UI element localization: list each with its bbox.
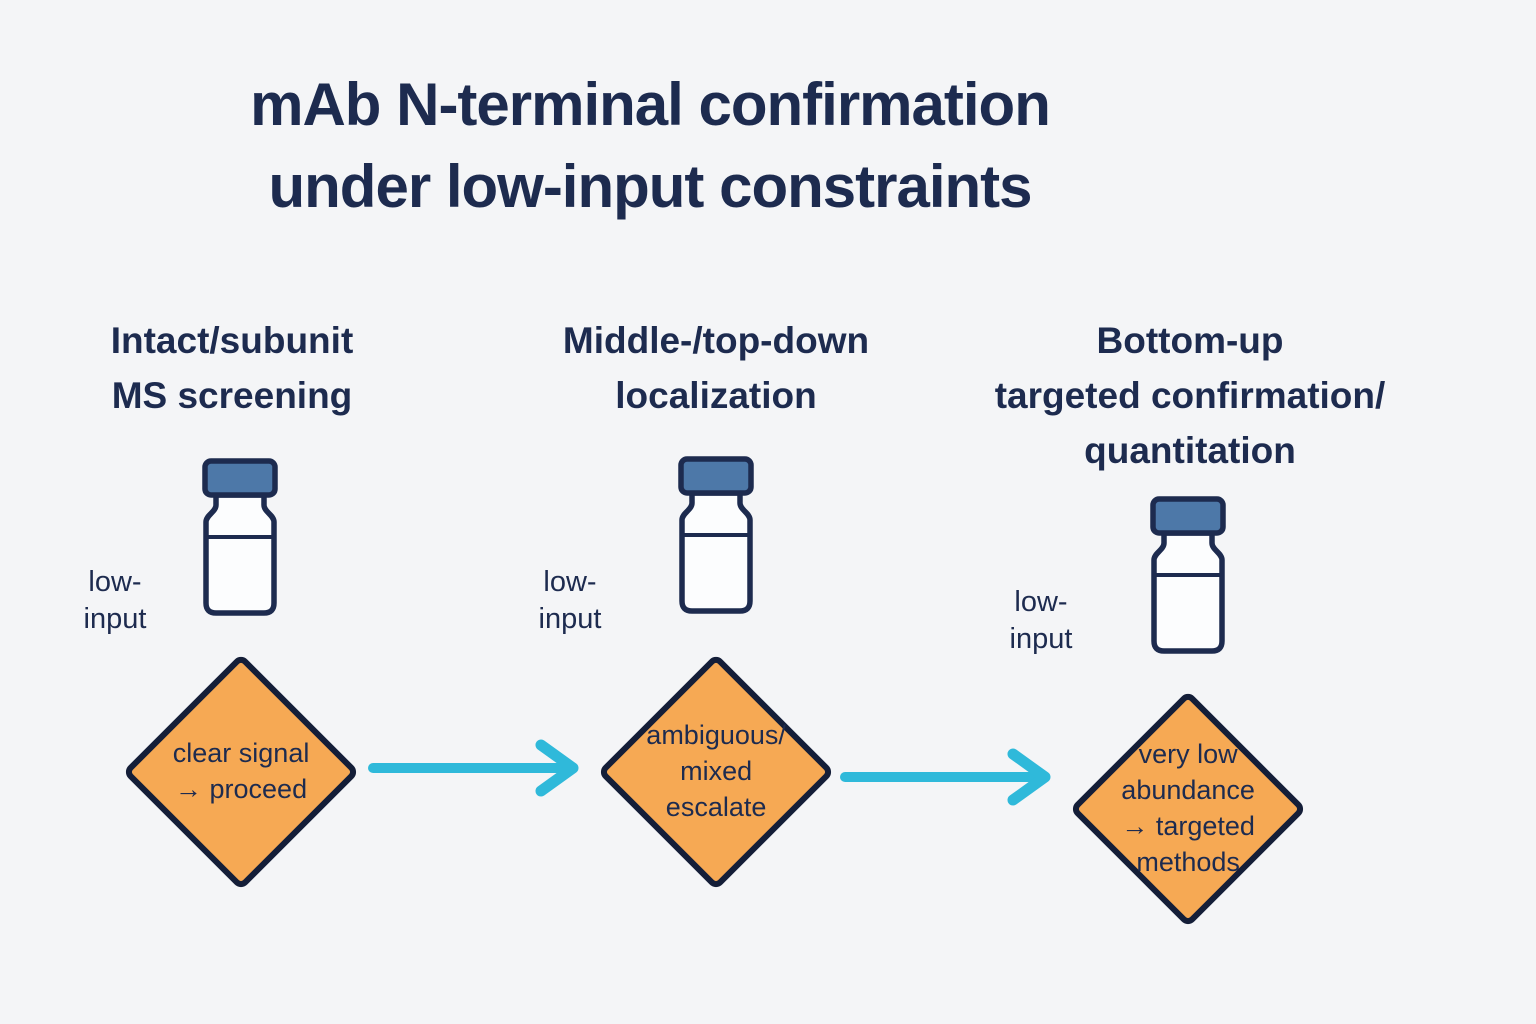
decision-diamond-very-low-abundance: very low abundance → targeted methods	[1069, 690, 1307, 928]
decision-diamond-clear-signal: clear signal → proceed	[122, 653, 360, 891]
sample-vial-icon	[202, 458, 278, 616]
sample-vial-icon	[678, 456, 754, 614]
arrow-right-icon	[368, 739, 579, 797]
arrow-right-icon	[840, 748, 1051, 806]
decision-text: ambiguous/ mixed escalate	[646, 720, 786, 822]
page-title: mAb N-terminal confirmation under low-in…	[250, 71, 1051, 220]
stage-heading-bottom-up-targeted-confirmation: Bottom-up targeted confirmation/ quantit…	[994, 320, 1386, 471]
decision-diamond-ambiguous-mixed: ambiguous/ mixed escalate	[597, 653, 835, 891]
decision-text: very low abundance → targeted methods	[1121, 739, 1255, 877]
stage-heading-intact-subunit-ms-screening: Intact/subunit MS screening	[110, 320, 354, 416]
input-amount-label: low- input	[538, 566, 602, 635]
input-amount-label: low- input	[83, 566, 147, 635]
decision-text: clear signal → proceed	[172, 738, 310, 804]
input-amount-label: low- input	[1009, 586, 1073, 655]
sample-vial-icon	[1150, 496, 1226, 654]
stage-heading-middle-top-down-localization: Middle-/top-down localization	[562, 320, 870, 416]
